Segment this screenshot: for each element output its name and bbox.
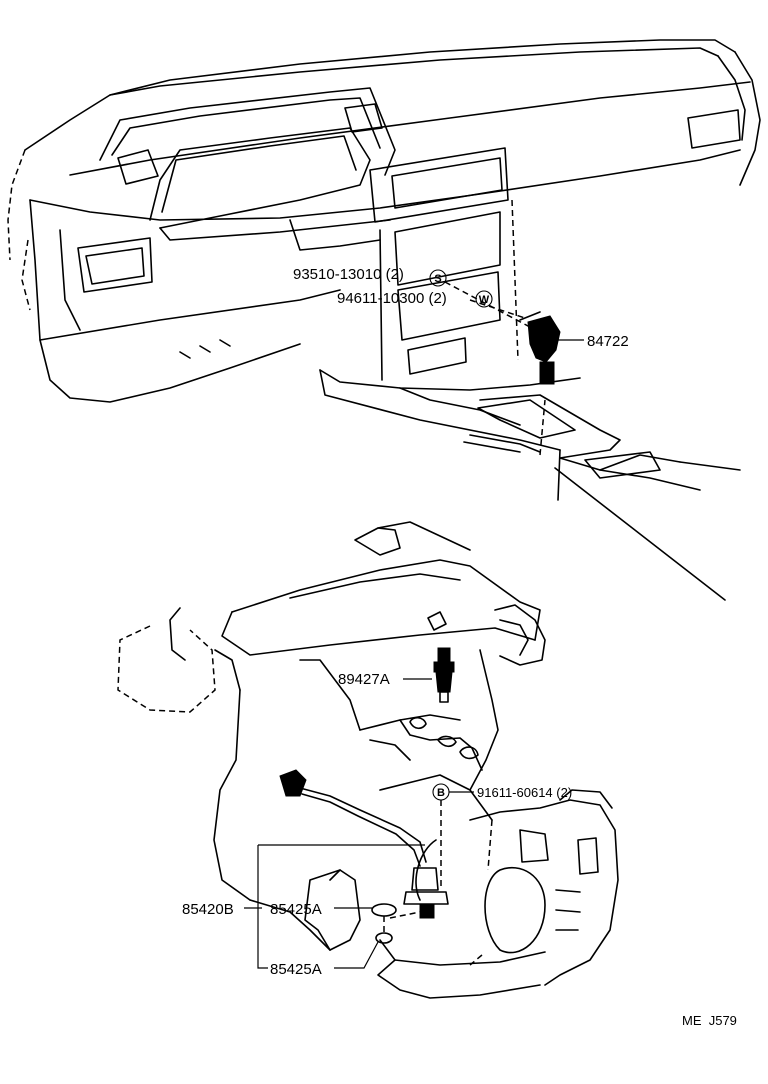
engine-drawing — [117, 521, 619, 999]
dashboard-drawing — [7, 39, 761, 601]
gasket-upper — [371, 903, 397, 917]
label-91611-60614: 91611-60614 (2) — [477, 785, 572, 800]
label-85420b: 85420B — [182, 901, 234, 918]
gasket-lower — [375, 932, 393, 944]
symbol-b: B — [437, 787, 445, 799]
label-89427a: 89427A — [338, 671, 390, 688]
callouts-upper: 93510-13010 (2) S 94611-10300 (2) W 8472… — [293, 266, 629, 350]
label-84722: 84722 — [587, 333, 629, 350]
label-85425a-upper: 85425A — [270, 901, 322, 918]
sensor-89427a-shape — [433, 647, 455, 703]
callouts-lower: 89427A B 91611-60614 (2) 85420B 85425A 8… — [182, 671, 572, 978]
symbol-s: S — [434, 273, 441, 285]
symbol-w-circle — [475, 290, 493, 308]
switch-84722-shape — [444, 281, 561, 385]
symbol-w: W — [479, 294, 490, 306]
oxygen-sensor-85420b-shape — [279, 769, 449, 919]
figure-code: ME J579 — [682, 1013, 737, 1028]
symbol-s-circle — [429, 269, 447, 287]
label-94611-10300: 94611-10300 (2) — [337, 290, 447, 307]
label-93510-13010: 93510-13010 (2) — [293, 266, 404, 283]
label-85425a-lower: 85425A — [270, 961, 322, 978]
